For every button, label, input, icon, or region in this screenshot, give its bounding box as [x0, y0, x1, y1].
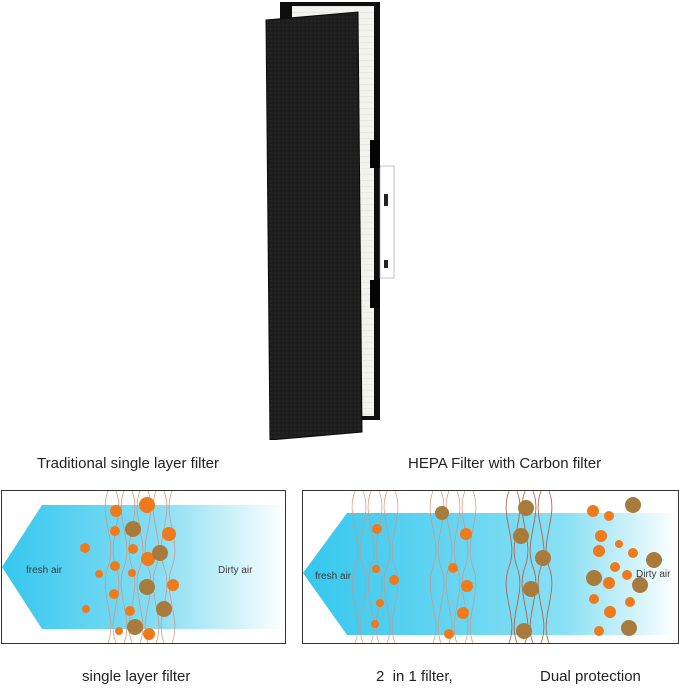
single-layer-flow-graphic: [2, 491, 285, 643]
carbon-filter-sheet: [265, 11, 363, 441]
filter-product-image: [262, 0, 402, 441]
hepa-filter-title: HEPA Filter with Carbon filter: [408, 455, 602, 472]
air-flow-arrow: [2, 505, 285, 629]
fresh-air-label: fresh air: [26, 565, 63, 576]
dual-layer-flow-graphic: [303, 491, 678, 643]
single-layer-diagram: fresh air Dirty air: [1, 490, 286, 644]
air-flow-arrow: [303, 513, 678, 635]
dirty-air-label: Dirty air: [218, 565, 253, 576]
filter-illustration: [265, 2, 395, 441]
particles: [80, 497, 179, 640]
two-in-one-caption: 2 in 1 filter,: [376, 668, 453, 685]
hepa-media: [358, 14, 374, 416]
single-layer-caption: single layer filter: [82, 668, 191, 685]
dirty-air-label: Dirty air: [636, 569, 671, 580]
hepa-carbon-diagram: fresh air Dirty air: [302, 490, 679, 644]
particles: [371, 497, 662, 639]
fresh-air-label: fresh air: [315, 571, 352, 582]
traditional-filter-title: Traditional single layer filter: [37, 455, 220, 472]
filter-label-sticker: [379, 165, 395, 279]
first-layer-fibers: [351, 491, 399, 643]
dual-protection-caption: Dual protection: [540, 668, 641, 685]
